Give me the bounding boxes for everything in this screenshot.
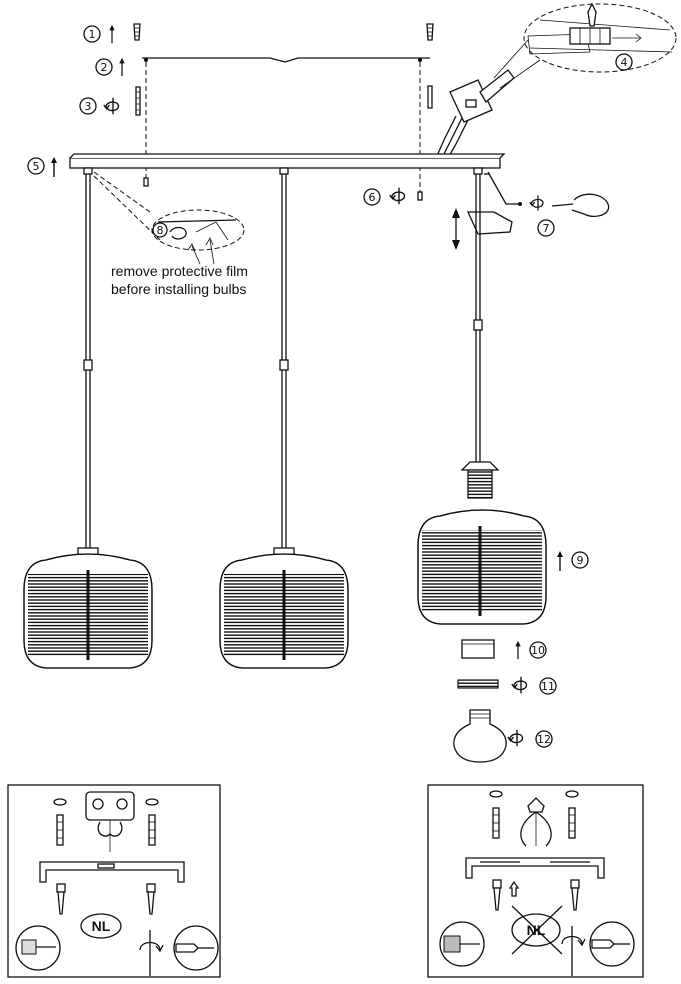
rotate-arrow-icon: [507, 729, 524, 747]
double-arrow-icon: [452, 208, 460, 250]
step-1-number: 1: [89, 28, 96, 41]
step-7: 7: [537, 219, 555, 237]
step-2: 2: [95, 57, 126, 77]
ceiling-hook: [489, 790, 579, 847]
up-arrow-icon: [514, 640, 522, 660]
step-10-number: 10: [531, 644, 545, 657]
protective-film-detail: [93, 171, 245, 251]
rotate-arrow-icon: [389, 187, 406, 205]
terminal-block: [435, 39, 541, 159]
step-8: 8: [152, 222, 168, 238]
step-2-number: 2: [101, 61, 108, 74]
screw-icon: [56, 883, 156, 915]
screw-icon: [427, 85, 433, 109]
shade-left: [23, 547, 153, 669]
step-10: 10: [514, 640, 547, 660]
rotate-arrow-icon: [511, 676, 528, 694]
screwdriver-icon: [15, 925, 219, 971]
mount-dash-lines: [143, 62, 423, 201]
rotate-arrow-icon: [103, 97, 120, 115]
ceiling-bracket: [142, 57, 430, 63]
film-arrows: [187, 237, 215, 265]
step-3-number: 3: [85, 100, 92, 113]
step-9-number: 9: [577, 554, 584, 567]
shade-middle: [219, 547, 349, 669]
shade-ring: [461, 639, 495, 659]
lamp-holder: [460, 461, 500, 499]
bulb-icon: [453, 709, 507, 763]
note-line-1: remove protective film: [111, 263, 248, 279]
shade-right: [417, 509, 547, 625]
wall-anchors: [133, 23, 434, 41]
step-6: 6: [363, 187, 406, 206]
step-1: 1: [83, 24, 116, 44]
hand-icon: [571, 193, 610, 218]
inset-right: NL: [427, 784, 644, 978]
step-6-number: 6: [369, 191, 376, 204]
step-11: 11: [511, 676, 557, 695]
step-7-number: 7: [543, 222, 550, 235]
step-8-number: 8: [157, 224, 164, 237]
up-arrow-icon: [118, 57, 126, 77]
screw-icon: [492, 879, 580, 911]
mounting-bracket: [39, 861, 185, 883]
inset-left: NL: [7, 784, 221, 978]
nl-label: NL: [92, 918, 111, 934]
step-3: 3: [79, 97, 120, 115]
step-5: 5: [27, 156, 58, 178]
wall-plug-icon: [56, 814, 156, 846]
note-line-2: before installing bulbs: [111, 281, 246, 297]
step-11-number: 11: [541, 680, 555, 693]
rotate-arrow-icon: [139, 930, 164, 976]
wall-plug-icon: [492, 807, 576, 839]
nl-badge: NL: [80, 913, 122, 939]
step-9: 9: [556, 550, 589, 572]
hand-icon: [466, 211, 513, 235]
rotate-arrow-icon: [528, 194, 544, 212]
ceiling-box: [53, 791, 159, 852]
step-4-number: 4: [621, 56, 628, 69]
pendant-cords: [83, 174, 483, 552]
mounting-bracket: [465, 857, 605, 879]
step-5-number: 5: [33, 160, 40, 173]
threaded-ring: [457, 679, 499, 689]
step-4: 4: [615, 53, 633, 71]
terminal-detail-bubble: [523, 2, 677, 73]
screwdriver-icon: [439, 921, 635, 967]
up-arrow-icon: [50, 156, 58, 178]
up-arrow-icon: [508, 880, 520, 897]
rotate-arrow-icon: [561, 926, 586, 976]
up-arrow-icon: [108, 24, 116, 44]
cable-adjust: [466, 171, 610, 235]
up-arrow-icon: [556, 550, 564, 572]
screw-icon: [135, 86, 141, 116]
step-12: 12: [507, 729, 553, 748]
step-12-number: 12: [537, 733, 551, 746]
canopy-bar: [69, 153, 506, 175]
bracket-screws: [135, 85, 433, 116]
prohibited-icon: NL: [511, 905, 563, 955]
